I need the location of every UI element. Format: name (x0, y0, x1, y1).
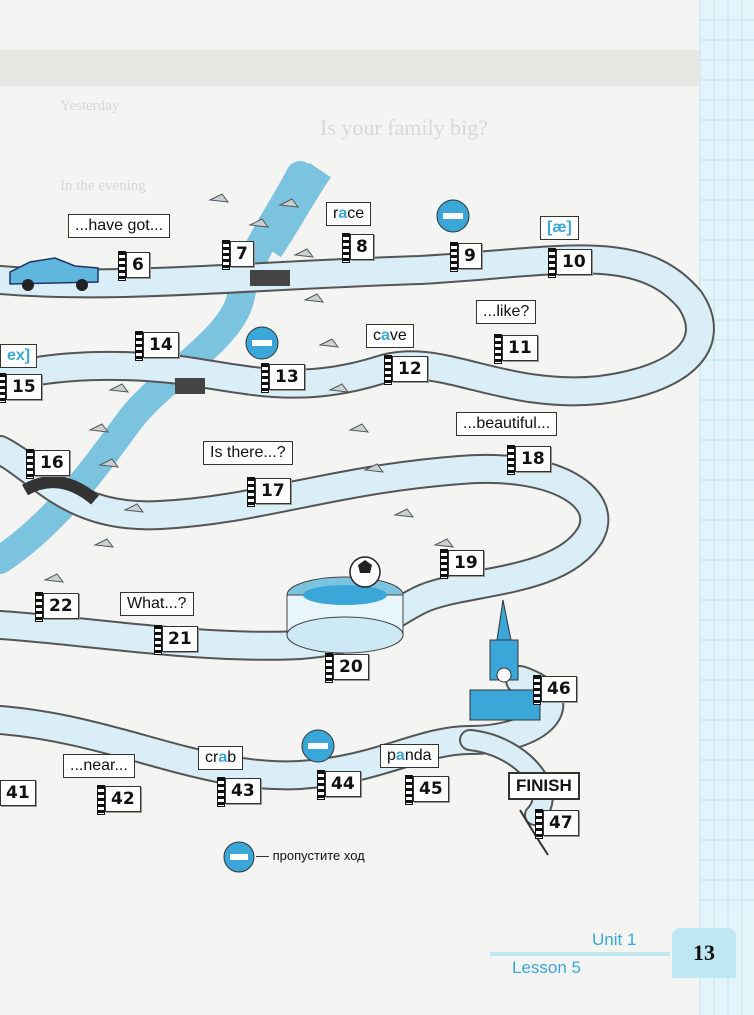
tile-10: 10 (548, 248, 592, 278)
skip-turn-icon (436, 199, 470, 233)
skip-turn-icon (245, 326, 279, 360)
skip-turn-legend-icon (223, 841, 255, 873)
tile-43: 43 (217, 777, 261, 807)
ball-icon (349, 556, 381, 588)
river-upper (259, 162, 331, 258)
finish-sign: FINISH (508, 772, 580, 800)
tile-42: 42 (97, 785, 141, 815)
tile-8: 8 (342, 233, 374, 263)
word-card-is-there: Is there...? (203, 441, 293, 465)
word-card-ae: [æ] (540, 216, 579, 240)
bridge (175, 378, 205, 394)
car-icon (9, 257, 99, 291)
page-number: 13 (672, 928, 736, 978)
ghost-text: Yesterday (60, 98, 120, 114)
word-card-race: race (326, 202, 372, 226)
skip-turn-icon (301, 729, 335, 763)
tile-41: 41 (0, 780, 36, 806)
grid-strip (699, 0, 754, 1015)
tile-12: 12 (384, 355, 428, 385)
word-card-like: ...like? (476, 300, 537, 324)
tile-6: 6 (118, 251, 150, 281)
tile-19: 19 (440, 549, 484, 579)
word-card-panda: panda (380, 744, 439, 768)
word-card-crab: crab (198, 746, 244, 770)
word-card-cave: cave (366, 324, 414, 348)
tile-14: 14 (135, 331, 179, 361)
bird-icons (43, 193, 455, 583)
tile-16: 16 (26, 449, 70, 479)
word-card-have-got: ...have got... (68, 214, 171, 238)
game-path (0, 244, 715, 826)
tile-44: 44 (317, 770, 361, 800)
finish-path (519, 809, 549, 856)
unit-label: Unit 1 (592, 930, 637, 949)
tile-18: 18 (507, 445, 551, 475)
footer-rule (490, 952, 670, 956)
tile-13: 13 (261, 363, 305, 393)
tile-7: 7 (222, 240, 254, 270)
tower-icon (469, 599, 541, 721)
tile-22: 22 (35, 592, 79, 622)
bridge (250, 270, 290, 286)
tile-17: 17 (247, 477, 291, 507)
tile-9: 9 (450, 242, 482, 272)
ghost-text: In the evening (60, 178, 146, 194)
tile-11: 11 (494, 334, 538, 364)
skip-turn-legend: — пропустите ход (256, 848, 365, 863)
lesson-label: Lesson 5 (512, 958, 581, 977)
ghost-text: Is your family big? (320, 115, 489, 140)
tile-20: 20 (325, 653, 369, 683)
tile-47: 47 (535, 809, 579, 839)
tile-46: 46 (533, 675, 577, 705)
tile-45: 45 (405, 775, 449, 805)
stadium-icon (286, 576, 404, 654)
word-card-beautiful: ...beautiful... (456, 412, 558, 436)
word-card-what: What...? (120, 592, 194, 616)
top-band (0, 50, 700, 86)
tile-15: 15 (0, 373, 42, 403)
word-card-ex: ex] (0, 344, 38, 368)
bridge-arch (22, 476, 99, 505)
tile-21: 21 (154, 625, 198, 655)
word-card-near: ...near... (63, 754, 135, 778)
